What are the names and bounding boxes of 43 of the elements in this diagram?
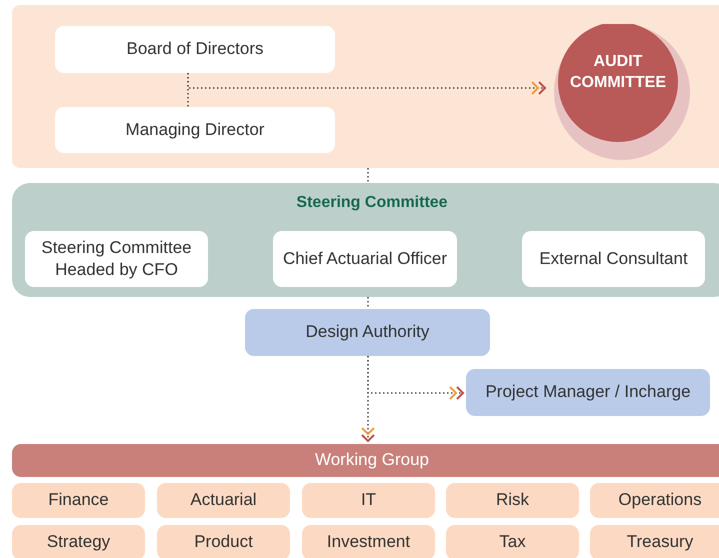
- function-box: [157, 483, 290, 518]
- role-box: [273, 231, 457, 287]
- role-label: Steering Committee Headed by CFO: [40, 236, 193, 281]
- function-box: [12, 483, 145, 518]
- group-header-bar: [12, 444, 719, 477]
- committee-title: Steering Committee: [296, 193, 448, 213]
- function-box: [302, 525, 435, 558]
- role-label: Investment: [326, 531, 412, 554]
- role-label: Strategy: [46, 531, 112, 554]
- role-box: [55, 107, 335, 153]
- connector-arrow: [187, 73, 546, 95]
- role-label: Tax: [498, 531, 527, 554]
- role-label: Chief Actuarial Officer: [282, 248, 448, 270]
- role-label: Managing Director: [124, 118, 266, 141]
- role-label: Treasury: [626, 531, 694, 554]
- role-label: Risk: [494, 489, 530, 512]
- function-box: [446, 483, 579, 518]
- role-label: AUDIT COMMITTEE: [569, 52, 667, 93]
- committee-panel: [12, 183, 719, 297]
- role-label: External Consultant: [538, 248, 689, 270]
- role-label: Product: [193, 531, 254, 554]
- function-box: [157, 525, 290, 558]
- function-box: [446, 525, 579, 558]
- role-label: Project Manager / Incharge: [484, 381, 692, 404]
- role-label: Operations: [617, 489, 703, 512]
- connector-arrow: [367, 356, 464, 400]
- function-box: [12, 525, 145, 558]
- role-box: [55, 26, 335, 73]
- role-box: [25, 231, 208, 287]
- role-box: [466, 369, 710, 416]
- role-label: Board of Directors: [126, 38, 264, 60]
- function-box: [590, 525, 719, 558]
- committee-circle: [554, 24, 690, 160]
- role-label: Actuarial: [189, 489, 258, 512]
- group-title: Working Group: [314, 449, 429, 472]
- function-box: [302, 483, 435, 518]
- role-label: IT: [360, 489, 378, 512]
- role-label: Finance: [47, 489, 110, 512]
- panel-background: [12, 5, 719, 168]
- role-label: Design Authority: [304, 321, 430, 344]
- role-box: [522, 231, 705, 287]
- role-box: [245, 309, 490, 356]
- function-box: [590, 483, 719, 518]
